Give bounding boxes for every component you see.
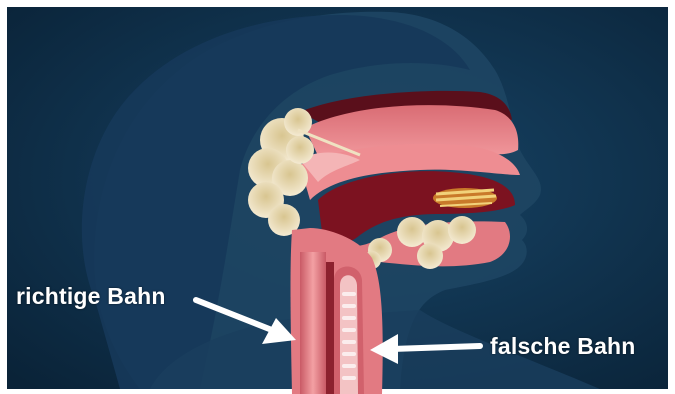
esophagus <box>300 252 326 394</box>
food-bolus <box>433 188 497 208</box>
label-correct-path: richtige Bahn <box>16 283 166 310</box>
label-wrong-path: falsche Bahn <box>490 333 636 360</box>
